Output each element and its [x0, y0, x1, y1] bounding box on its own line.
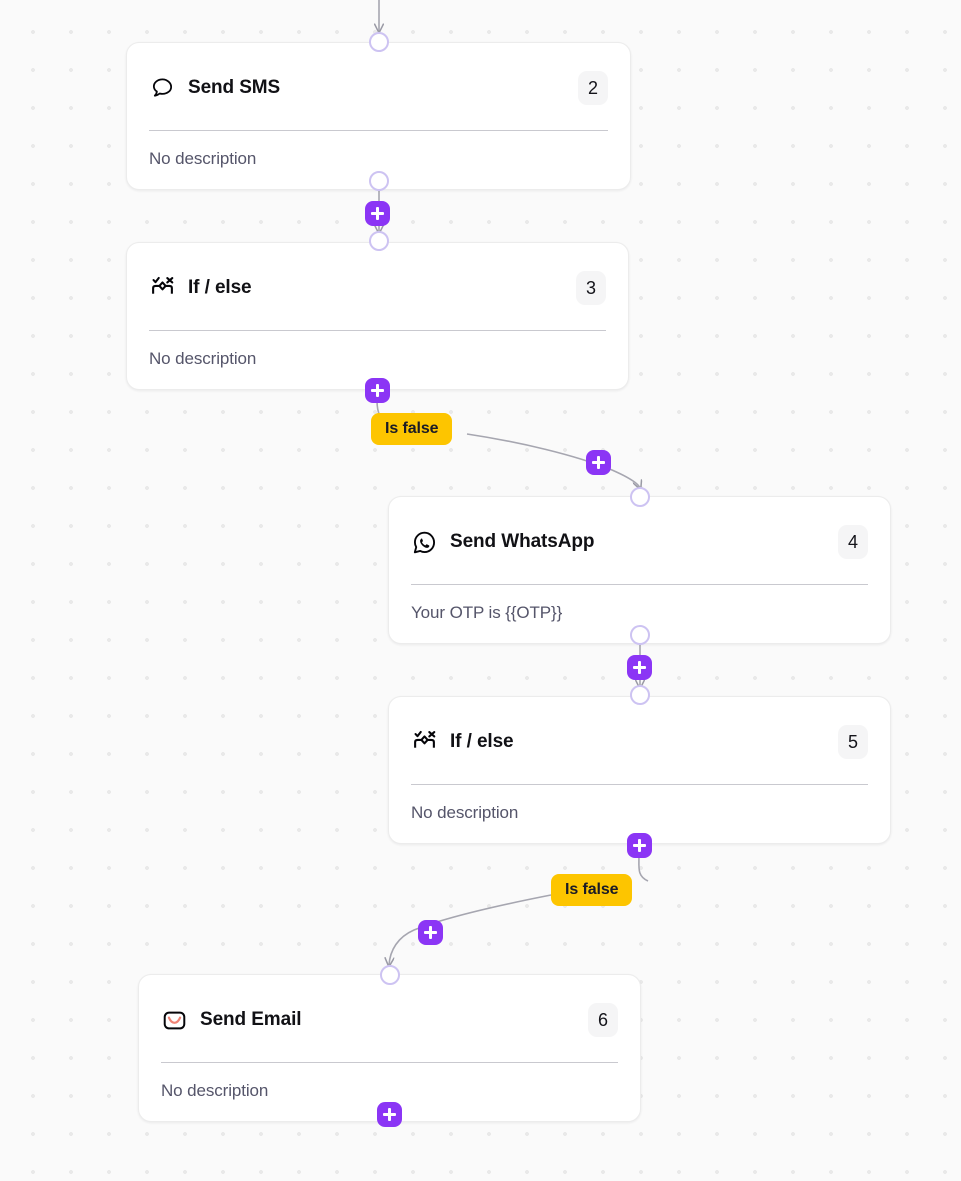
port-sms-input[interactable] [369, 32, 389, 52]
node-if-else-5[interactable]: If / else 5 No description [388, 696, 891, 844]
node-header: Send Email 6 [139, 975, 640, 1043]
node-divider [411, 584, 868, 585]
if-else-branch-icon [411, 729, 437, 755]
node-header: If / else 3 [127, 243, 628, 311]
node-description: No description [161, 1081, 269, 1100]
email-envelope-icon [161, 1007, 187, 1033]
node-title: Send SMS [188, 77, 281, 98]
if-else-branch-icon [149, 275, 175, 301]
node-title: If / else [450, 731, 514, 752]
branch-label-is-false-2: Is false [551, 874, 633, 906]
add-step-after-email[interactable] [377, 1102, 402, 1127]
node-title: Send WhatsApp [450, 531, 595, 552]
node-title: Send Email [200, 1009, 302, 1030]
port-whatsapp-output[interactable] [630, 625, 650, 645]
add-step-on-false-edge-2[interactable] [418, 920, 443, 945]
whatsapp-icon [411, 529, 437, 555]
node-description: No description [149, 149, 257, 168]
node-title: If / else [188, 277, 252, 298]
port-sms-output[interactable] [369, 171, 389, 191]
node-step-badge: 2 [578, 71, 608, 105]
node-send-whatsapp[interactable]: Send WhatsApp 4 Your OTP is {{OTP}} [388, 496, 891, 644]
node-step-badge: 3 [576, 271, 606, 305]
node-description: No description [411, 803, 519, 822]
edge-false1-curve [466, 433, 640, 488]
add-step-after-sms[interactable] [365, 201, 390, 226]
edge-false2-curve [389, 894, 552, 965]
node-header: If / else 5 [389, 697, 890, 765]
node-if-else-3[interactable]: If / else 3 No description [126, 242, 629, 390]
node-send-email[interactable]: Send Email 6 No description [138, 974, 641, 1122]
node-step-badge: 4 [838, 525, 868, 559]
add-step-on-false-edge-1[interactable] [586, 450, 611, 475]
port-ifelse3-input[interactable] [369, 231, 389, 251]
port-email-input[interactable] [380, 965, 400, 985]
port-whatsapp-input[interactable] [630, 487, 650, 507]
add-step-after-if-else-5[interactable] [627, 833, 652, 858]
add-step-after-if-else-3[interactable] [365, 378, 390, 403]
node-divider [411, 784, 868, 785]
add-step-after-whatsapp[interactable] [627, 655, 652, 680]
port-ifelse5-input[interactable] [630, 685, 650, 705]
sms-bubble-icon [149, 75, 175, 101]
node-header: Send WhatsApp 4 [389, 497, 890, 565]
node-description: No description [149, 349, 257, 368]
node-divider [149, 330, 606, 331]
node-step-badge: 6 [588, 1003, 618, 1037]
node-divider [161, 1062, 618, 1063]
node-header: Send SMS 2 [127, 43, 630, 111]
node-description: Your OTP is {{OTP}} [411, 603, 563, 622]
edge-ifelse5-false-to-email [638, 854, 649, 882]
branch-label-is-false-1: Is false [371, 413, 453, 445]
node-divider [149, 130, 608, 131]
node-step-badge: 5 [838, 725, 868, 759]
node-send-sms[interactable]: Send SMS 2 No description [126, 42, 631, 190]
